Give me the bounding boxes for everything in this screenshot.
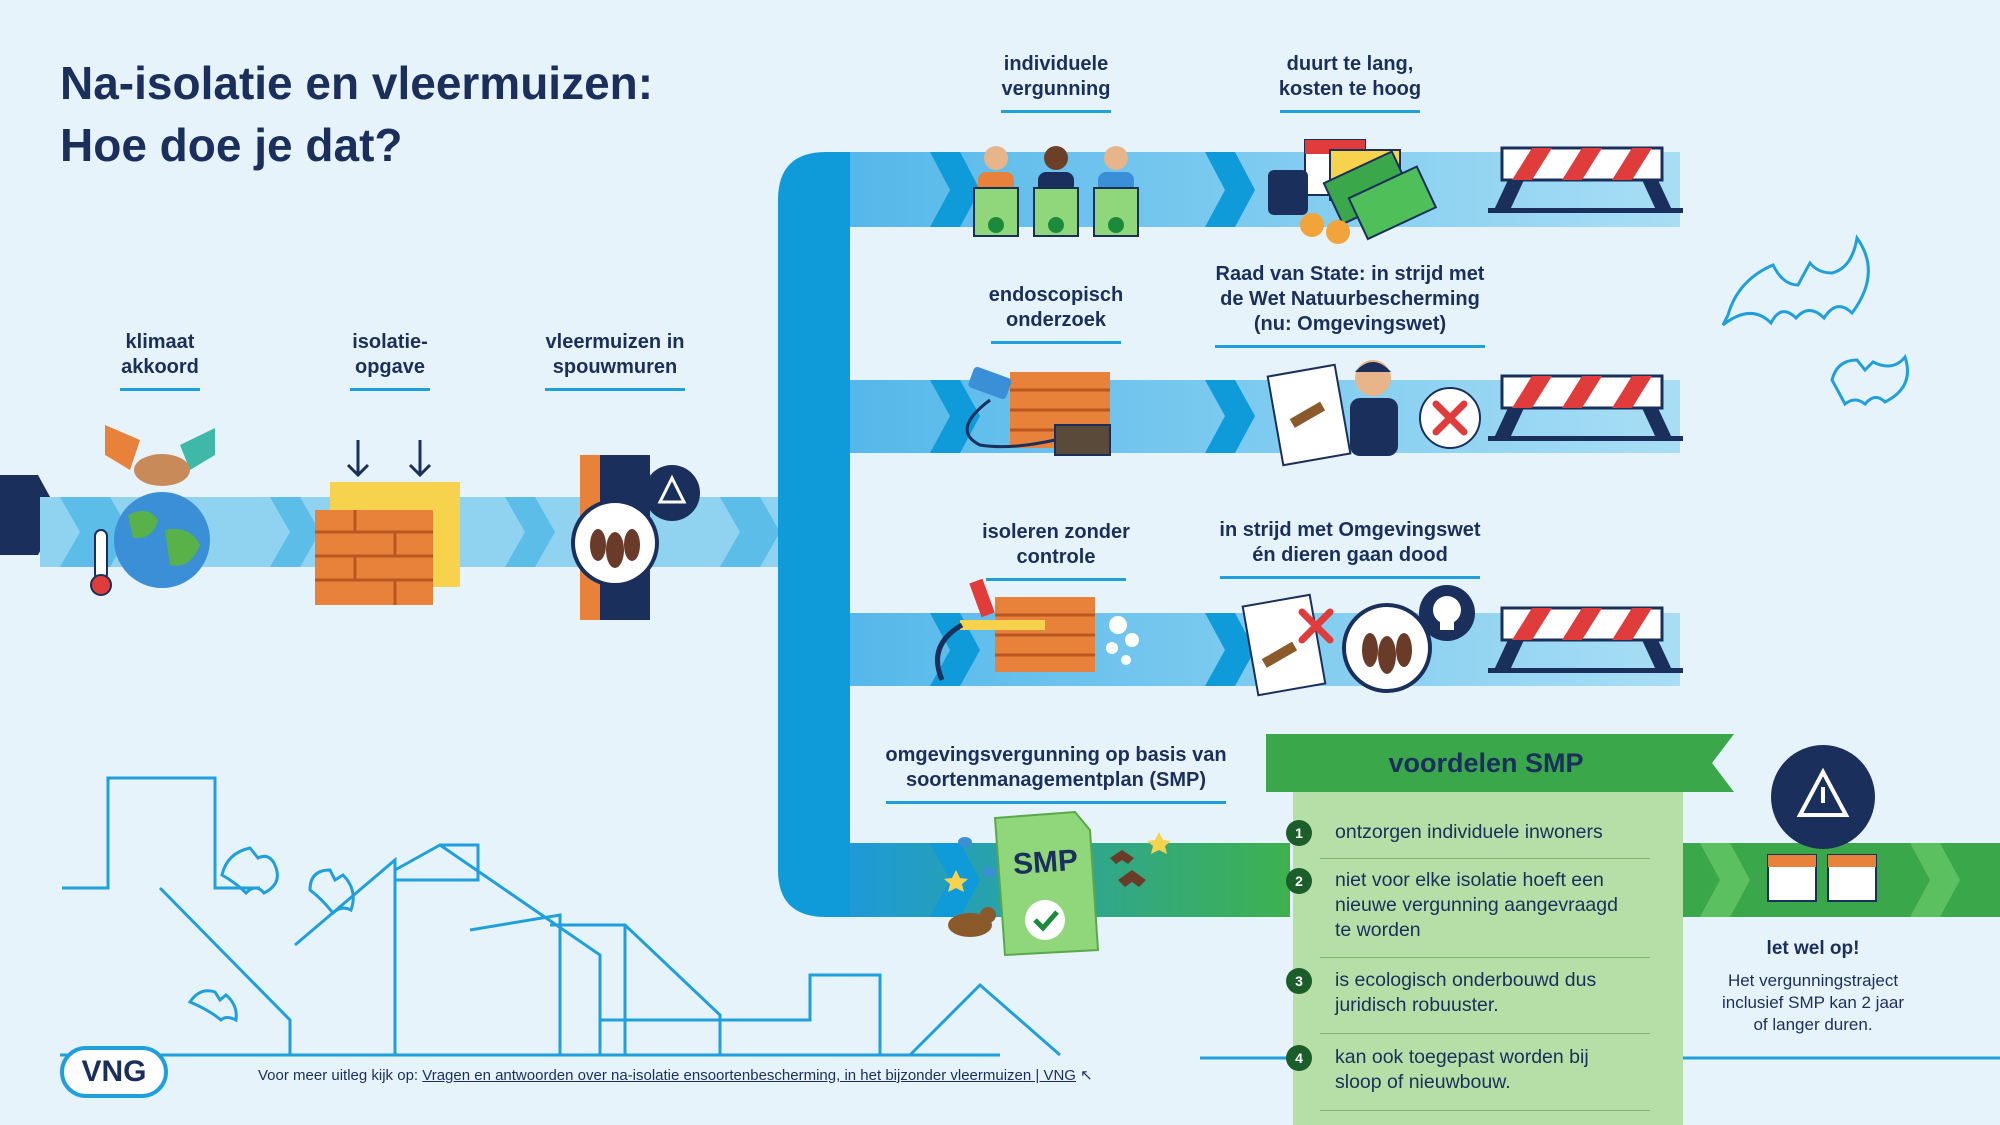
dead-bats-icon [1241,585,1475,697]
step-label-klimaat: klimaat akkoord [100,330,220,391]
route-text: omgevingsvergunning op basis van soorten… [885,744,1227,791]
note-text: Het vergunningstraject inclusief SMP kan… [1721,971,1905,1034]
title-line-1: Na-isolatie en vleermuizen: [60,57,654,109]
route-1-label: individuele vergunning [966,52,1146,113]
smp-item-number: 3 [1286,968,1312,994]
route-text: endoscopisch onderzoek [988,284,1124,331]
bat-cavity-icon [571,455,700,620]
globe-icon [90,425,215,596]
logo-text: VNG [81,1055,147,1088]
endoscope-icon [965,366,1111,456]
barrier-1 [1488,146,1683,213]
divider [1320,1033,1650,1034]
smp-item-text: is ecologisch onderbouwd dus juridisch r… [1335,969,1597,1016]
brick-wall-icon [315,440,460,605]
note-heading: let wel op! [1766,938,1860,959]
divider [1320,957,1650,958]
lawyer-icon [1266,360,1481,467]
barrier-2 [1488,374,1683,441]
smp-item-text: kan ook toegepast worden bij sloop of ni… [1335,1046,1589,1093]
footer: Voor meer uitleg kijk op: Vragen en antw… [258,1066,1093,1084]
step-label-isolatie: isolatie- opgave [330,330,450,391]
route-text: Raad van State: in strijd met de Wet Nat… [1215,263,1485,335]
smp-card-label: SMP [1011,843,1080,882]
money-calendar-icon [1268,139,1438,244]
route-1-result: duurt te lang, kosten te hoog [1245,52,1455,113]
title-line-2: Hoe doe je dat? [60,119,403,171]
divider [1320,1110,1650,1111]
smp-banner [1266,734,1734,792]
footer-prefix: Voor meer uitleg kijk op: [258,1067,419,1084]
barrier-3 [1488,606,1683,673]
step-text: klimaat akkoord [121,331,199,378]
page-title: Na-isolatie en vleermuizen: Hoe doe je d… [60,52,653,176]
route-text: in strijd met Omgevingswet én dieren gaa… [1219,519,1481,566]
route-text: duurt te lang, kosten te hoog [1278,53,1422,100]
footer-link[interactable]: Vragen en antwoorden over na-isolatie en… [422,1067,1076,1084]
spray-wall-icon [935,578,1139,681]
smp-item-text: niet voor elke isolatie hoeft een nieuwe… [1335,869,1618,941]
route-2-result: Raad van State: in strijd met de Wet Nat… [1195,262,1505,348]
smp-item-number: 4 [1286,1045,1312,1071]
route-text: individuele vergunning [1001,53,1111,100]
bat-outline-icon [187,234,1909,1023]
route-3-label: isoleren zonder controle [966,520,1146,581]
people-icon [973,146,1139,237]
smp-document-icon [944,810,1171,957]
step-text: isolatie- opgave [352,331,428,378]
smp-item-text: ontzorgen individuele inwoners [1335,821,1603,843]
houses-skyline [60,776,2000,1060]
branch-trunk [778,152,855,917]
smp-item-number: 2 [1286,868,1312,894]
step-label-vleermuizen: vleermuizen in spouwmuren [530,330,700,391]
cursor-icon: ↖ [1080,1067,1093,1084]
smp-heading: voordelen SMP [1388,748,1584,778]
route-4-label: omgevingsvergunning op basis van soorten… [868,743,1244,804]
warning-calendar-icon [1767,745,1877,902]
route-text: isoleren zonder controle [982,521,1130,568]
route-3-result: in strijd met Omgevingswet én dieren gaa… [1195,518,1505,579]
smp-item-number: 1 [1286,820,1312,846]
vng-logo: VNG [60,1046,168,1098]
step-text: vleermuizen in spouwmuren [545,331,685,378]
smp-benefits-panel [1293,787,1683,1125]
divider [1320,858,1650,859]
route-2-label: endoscopisch onderzoek [966,283,1146,344]
